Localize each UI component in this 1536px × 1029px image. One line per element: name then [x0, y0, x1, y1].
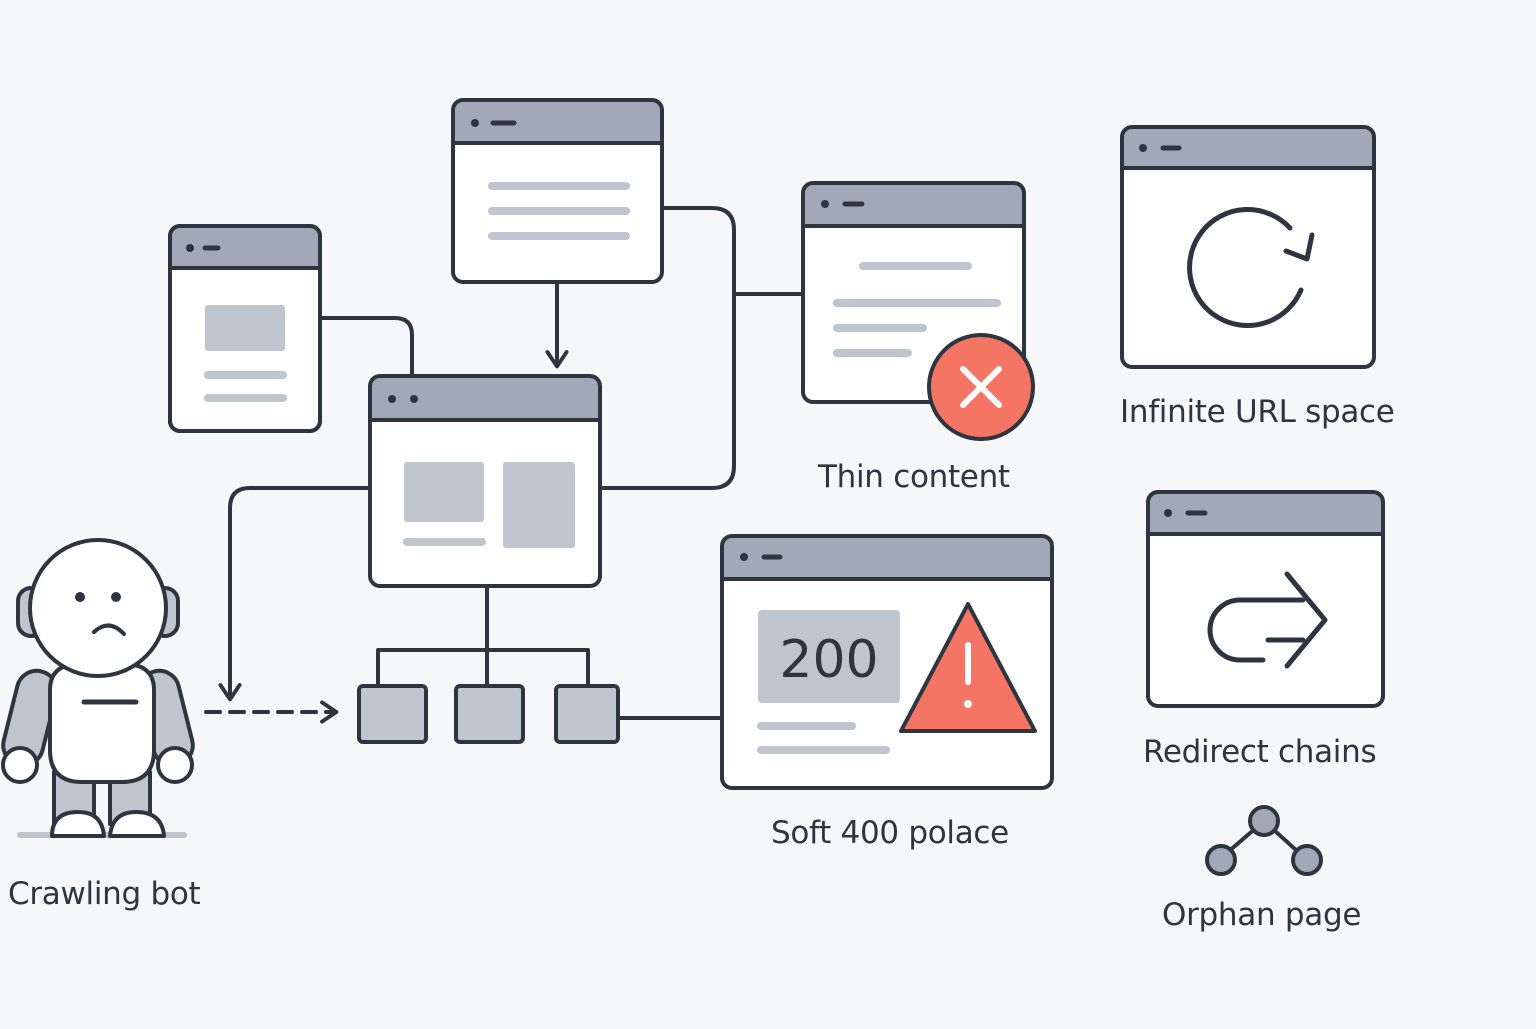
- page-window-soft-error: 200: [720, 534, 1054, 790]
- soft-error-label: Soft 400 polace: [771, 815, 1009, 851]
- page-window-infinite: [1120, 125, 1376, 369]
- redirect-chains-label: Redirect chains: [1143, 734, 1377, 770]
- infinite-url-space-label: Infinite URL space: [1120, 394, 1395, 430]
- page-box-2: [454, 684, 525, 744]
- page-window-hub: [368, 374, 602, 588]
- connector-hub-to-bot: [218, 486, 372, 702]
- x-icon: [927, 333, 1035, 441]
- node-graph-icon: [1205, 805, 1323, 876]
- connectors: [204, 206, 804, 724]
- thin-content-label: Thin content: [818, 459, 1010, 495]
- crawling-bot-label: Crawling bot: [8, 876, 201, 912]
- page-window-left: [168, 224, 322, 433]
- connector-top-to-thin: [598, 206, 736, 490]
- refresh-icon: [1187, 207, 1315, 328]
- robot-icon: [1, 538, 195, 838]
- connector-left-to-hub: [318, 316, 414, 378]
- connector-tree: [376, 648, 590, 688]
- page-box-3: [554, 684, 620, 744]
- warning-triangle-icon: [899, 602, 1037, 733]
- redirect-arrow-icon: [1207, 571, 1328, 669]
- status-code: 200: [779, 630, 878, 690]
- page-window-top: [451, 98, 664, 284]
- orphan-page-label: Orphan page: [1162, 897, 1362, 933]
- page-box-1: [357, 684, 428, 744]
